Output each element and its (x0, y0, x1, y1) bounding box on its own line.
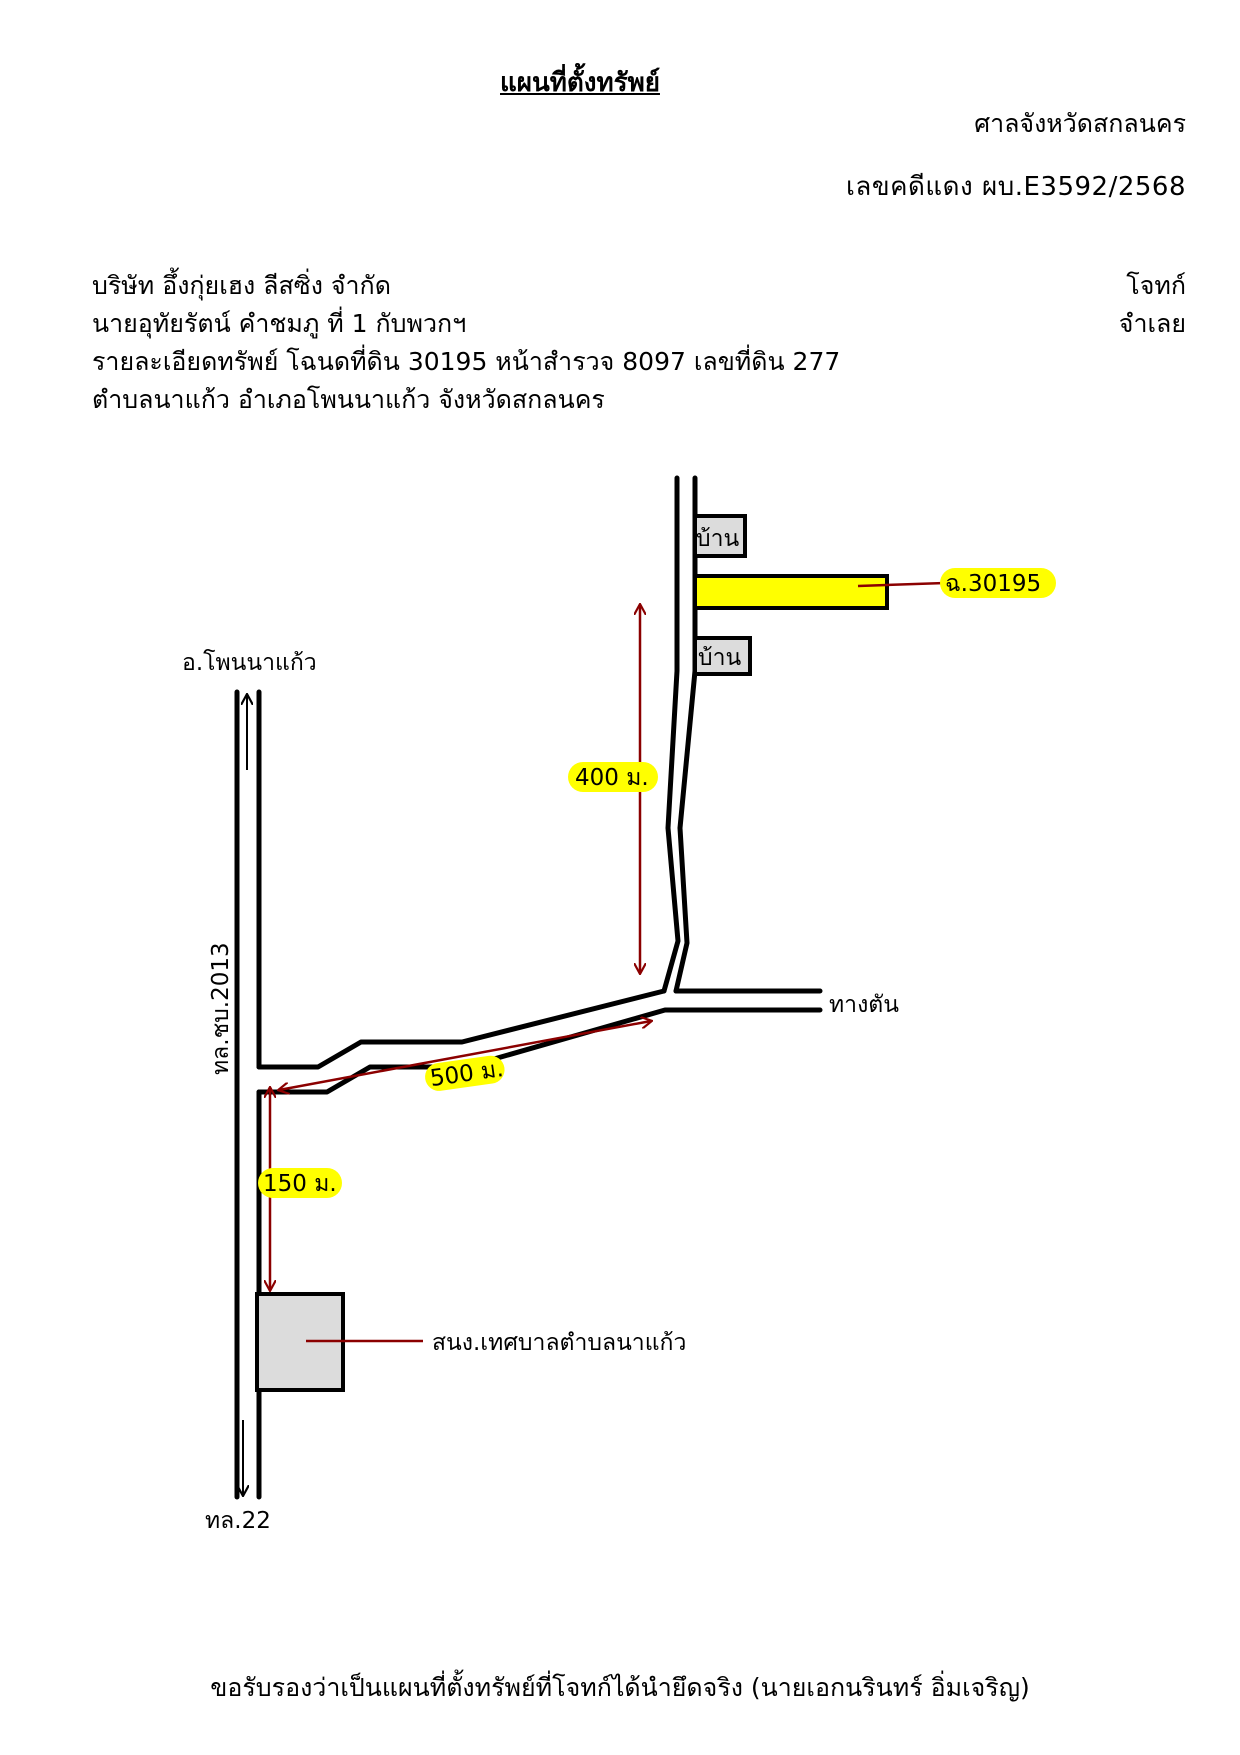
page-title: แผนที่ตั้งทรัพย์ (500, 68, 660, 98)
parcel-label-highlight (940, 568, 1056, 598)
distance-400-highlight (568, 762, 658, 792)
distance-150-label: 150 ม. (263, 1171, 337, 1197)
landmark-label: สนง.เทศบาลตำบลนาแก้ว (432, 1330, 686, 1356)
court-name: ศาลจังหวัดสกลนคร (974, 109, 1186, 138)
plaintiff-name: บริษัท อึ้งกุ่ยเฮง ลีสซิ่ง จำกัด (92, 271, 391, 300)
dead-end-label: ทางตัน (829, 992, 899, 1018)
distance-500-highlight (425, 1055, 505, 1091)
house-1 (693, 514, 747, 558)
house-1-label: บ้าน (696, 526, 740, 552)
parcel-30195 (693, 574, 889, 610)
south-destination-label: ทล.22 (205, 1508, 271, 1534)
parcel-label: ฉ.30195 (945, 571, 1041, 597)
certification-note: ขอรับรองว่าเป็นแผนที่ตั้งทรัพย์ที่โจทก์ไ… (210, 1673, 1030, 1702)
defendant-role: จำเลย (1118, 309, 1186, 338)
property-detail: รายละเอียดทรัพย์ โฉนดที่ดิน 30195 หน้าสำ… (92, 347, 841, 376)
distance-arrow-500 (279, 1021, 651, 1090)
access-road (661, 475, 698, 994)
landmark-building (255, 1292, 345, 1392)
house-2 (693, 636, 752, 676)
parcel-leader-line (857, 581, 946, 588)
house-2-label: บ้าน (698, 645, 742, 671)
distance-150-highlight (258, 1168, 342, 1198)
north-destination-label: อ.โพนนาแก้ว (182, 649, 317, 676)
plaintiff-role: โจทก์ (1126, 271, 1186, 300)
case-number: เลขคดีแดง ผบ.E3592/2568 (846, 172, 1186, 202)
distance-500-label: 500 ม. (428, 1056, 505, 1092)
defendant-name: นายอุทัยรัตน์ คำชมภู ที่ 1 กับพวกฯ (92, 309, 467, 338)
property-location: ตำบลนาแก้ว อำเภอโพนนาแก้ว จังหวัดสกลนคร (92, 385, 605, 414)
highway-label: ทล.ชบ.2013 (208, 942, 234, 1075)
distance-400-label: 400 ม. (575, 765, 649, 791)
